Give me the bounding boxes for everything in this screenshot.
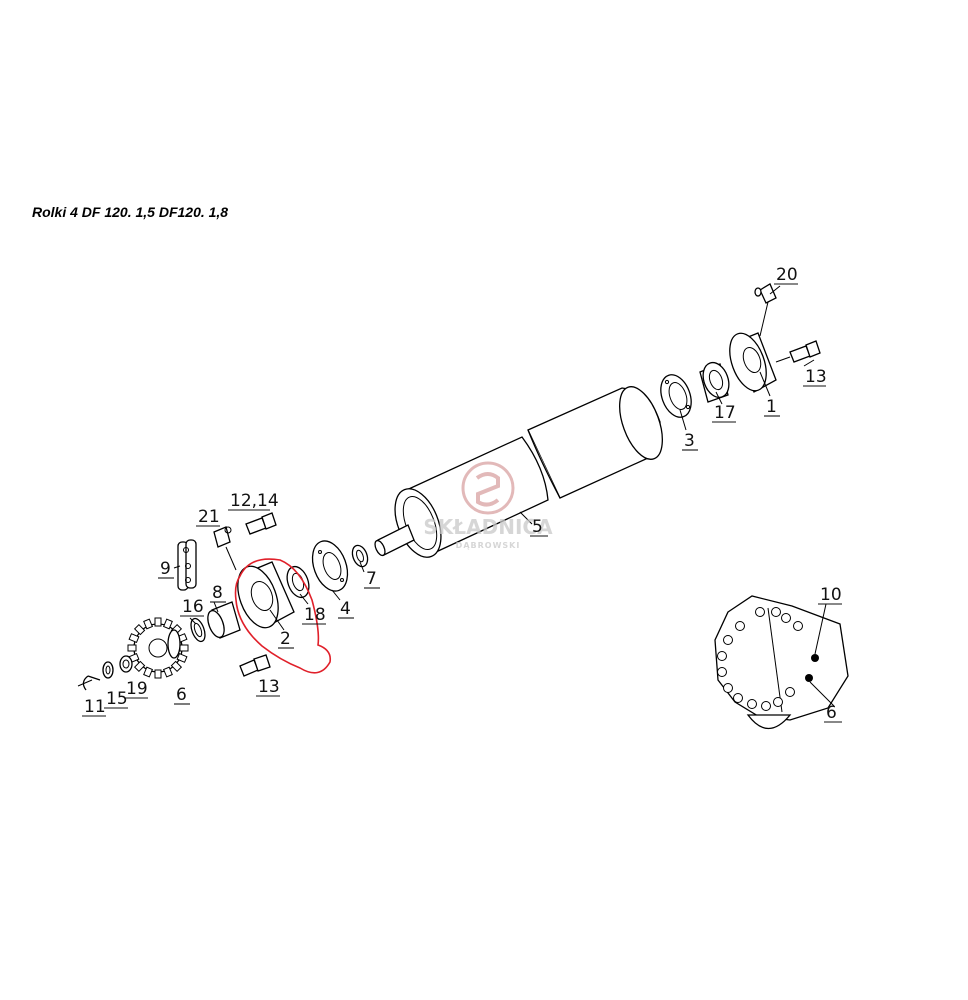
bearing-part-18 [286,565,310,599]
label-part-15: 15 [106,689,128,709]
bushing-part-8 [207,601,241,639]
label-part-17: 17 [714,403,736,423]
label-part-20: 20 [776,265,798,285]
watermark-logo: SKŁADNICA DĄBROWSKI [423,461,553,550]
watermark-brand: SKŁADNICA [423,515,553,539]
washer-part-19 [119,655,133,673]
grease-nipple-part-20 [754,283,777,337]
bolt-part-13-left [239,654,271,677]
label-part-6-inset: 6 [826,703,837,723]
label-part-12-14: 12,14 [230,491,279,511]
label-part-6: 6 [176,685,187,705]
bolt-part-12-14 [245,512,277,535]
roller-tube-part-5 [374,386,663,558]
housing-part-1 [729,332,777,393]
flange-part-4 [311,540,349,592]
label-part-21: 21 [198,507,220,527]
label-part-10: 10 [820,585,842,605]
watermark-sub: DĄBROWSKI [456,541,521,550]
label-part-9: 9 [160,559,171,579]
circlip-part-11 [77,675,101,691]
label-part-19: 19 [126,679,148,699]
label-part-1: 1 [766,397,777,417]
leader-lines [173,285,815,631]
bearing-part-17 [699,361,730,403]
flange-part-3 [660,374,692,418]
washer-part-7 [351,544,369,568]
label-part-13-left: 13 [258,677,280,697]
washer-part-15 [102,661,114,679]
label-part-3: 3 [684,431,695,451]
ring-part-16 [190,617,206,643]
grease-nipple-part-21 [213,526,237,571]
label-part-4: 4 [340,599,351,619]
chain-link-part-9 [177,539,197,591]
label-part-16: 16 [182,597,204,617]
label-part-2: 2 [280,629,291,649]
sprocket-part-6 [127,617,189,679]
label-part-18: 18 [304,605,326,625]
label-part-5: 5 [532,517,543,537]
label-part-11: 11 [84,697,106,717]
label-part-8: 8 [212,583,223,603]
housing-part-2 [237,561,295,629]
bolt-part-13-right [775,340,821,363]
highlight-outline [234,558,332,674]
part-labels: 20 13 1 17 3 5 7 4 18 2 12,14 21 9 8 16 … [82,265,842,723]
label-part-7: 7 [366,569,377,589]
diagram-title: Rolki 4 DF 120. 1,5 DF120. 1,8 [32,204,229,220]
label-part-13-right: 13 [805,367,827,387]
side-plate-inset [714,595,849,730]
